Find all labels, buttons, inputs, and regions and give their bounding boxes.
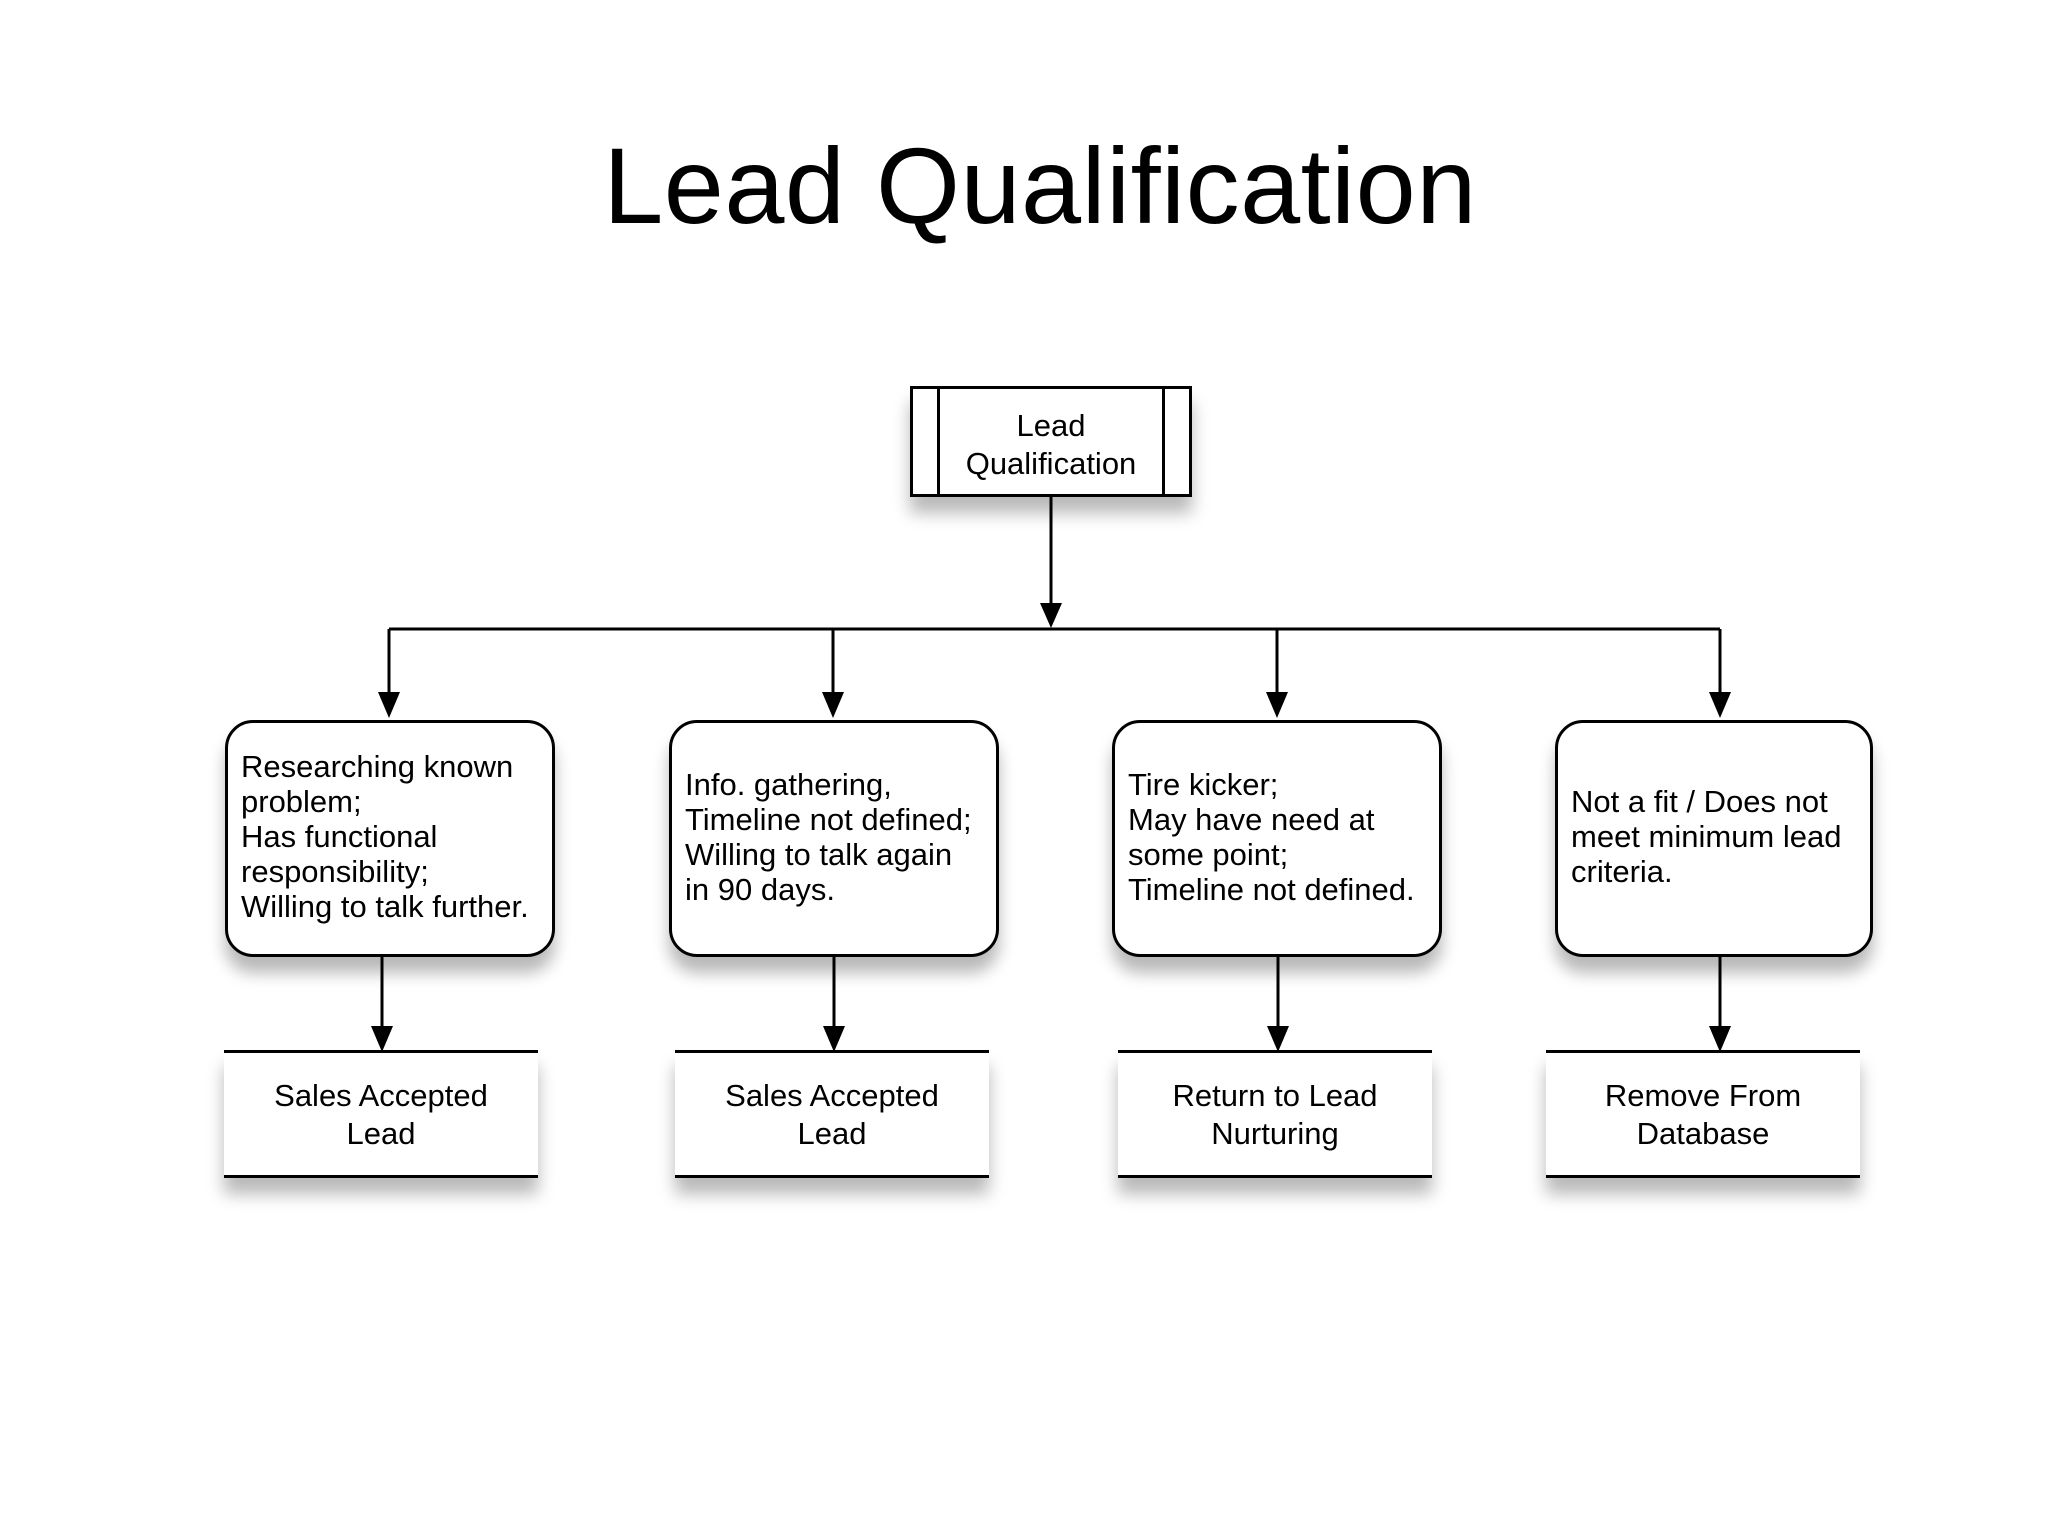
root-node-lead-qualification: Lead Qualification xyxy=(910,386,1192,497)
arrowhead-outcome-1 xyxy=(371,1026,393,1052)
criteria-node-1: Researching known problem; Has functiona… xyxy=(225,720,555,957)
criteria-node-4: Not a fit / Does not meet minimum lead c… xyxy=(1555,720,1873,957)
outcome-node-4-text: Remove From Database xyxy=(1604,1078,1802,1151)
root-node-right-bar xyxy=(1162,389,1165,494)
outcome-node-1: Sales Accepted Lead xyxy=(224,1050,538,1178)
outcome-node-2: Sales Accepted Lead xyxy=(675,1050,989,1178)
criteria-node-2-text: Info. gathering, Timeline not defined; W… xyxy=(685,767,972,907)
root-node-label: Lead Qualification xyxy=(943,407,1159,483)
criteria-node-2: Info. gathering, Timeline not defined; W… xyxy=(669,720,999,957)
arrowhead-outcome-4 xyxy=(1709,1026,1731,1052)
root-node-label-line-1: Lead xyxy=(1016,408,1086,443)
arrowhead-outcome-2 xyxy=(823,1026,845,1052)
criteria-node-3-text: Tire kicker; May have need at some point… xyxy=(1128,767,1415,907)
outcome-node-1-text: Sales Accepted Lead xyxy=(274,1078,488,1151)
outcome-node-3-text: Return to Lead Nurturing xyxy=(1172,1078,1378,1151)
root-node-label-line-2: Qualification xyxy=(965,446,1137,481)
criteria-node-1-text: Researching known problem; Has functiona… xyxy=(241,749,529,924)
page-title: Lead Qualification xyxy=(603,125,1477,246)
criteria-node-4-text: Not a fit / Does not meet minimum lead c… xyxy=(1571,784,1842,889)
criteria-node-3: Tire kicker; May have need at some point… xyxy=(1112,720,1442,957)
arrowhead-root-to-bus xyxy=(1040,603,1062,628)
outcome-node-3: Return to Lead Nurturing xyxy=(1118,1050,1432,1178)
outcome-node-4: Remove From Database xyxy=(1546,1050,1860,1178)
arrowhead-drop-2 xyxy=(822,692,844,718)
root-node-left-bar xyxy=(937,389,940,494)
outcome-node-2-text: Sales Accepted Lead xyxy=(725,1078,939,1151)
arrowhead-drop-3 xyxy=(1266,692,1288,718)
arrowhead-drop-4 xyxy=(1709,692,1731,718)
arrowhead-drop-1 xyxy=(378,692,400,718)
arrowhead-outcome-3 xyxy=(1267,1026,1289,1052)
